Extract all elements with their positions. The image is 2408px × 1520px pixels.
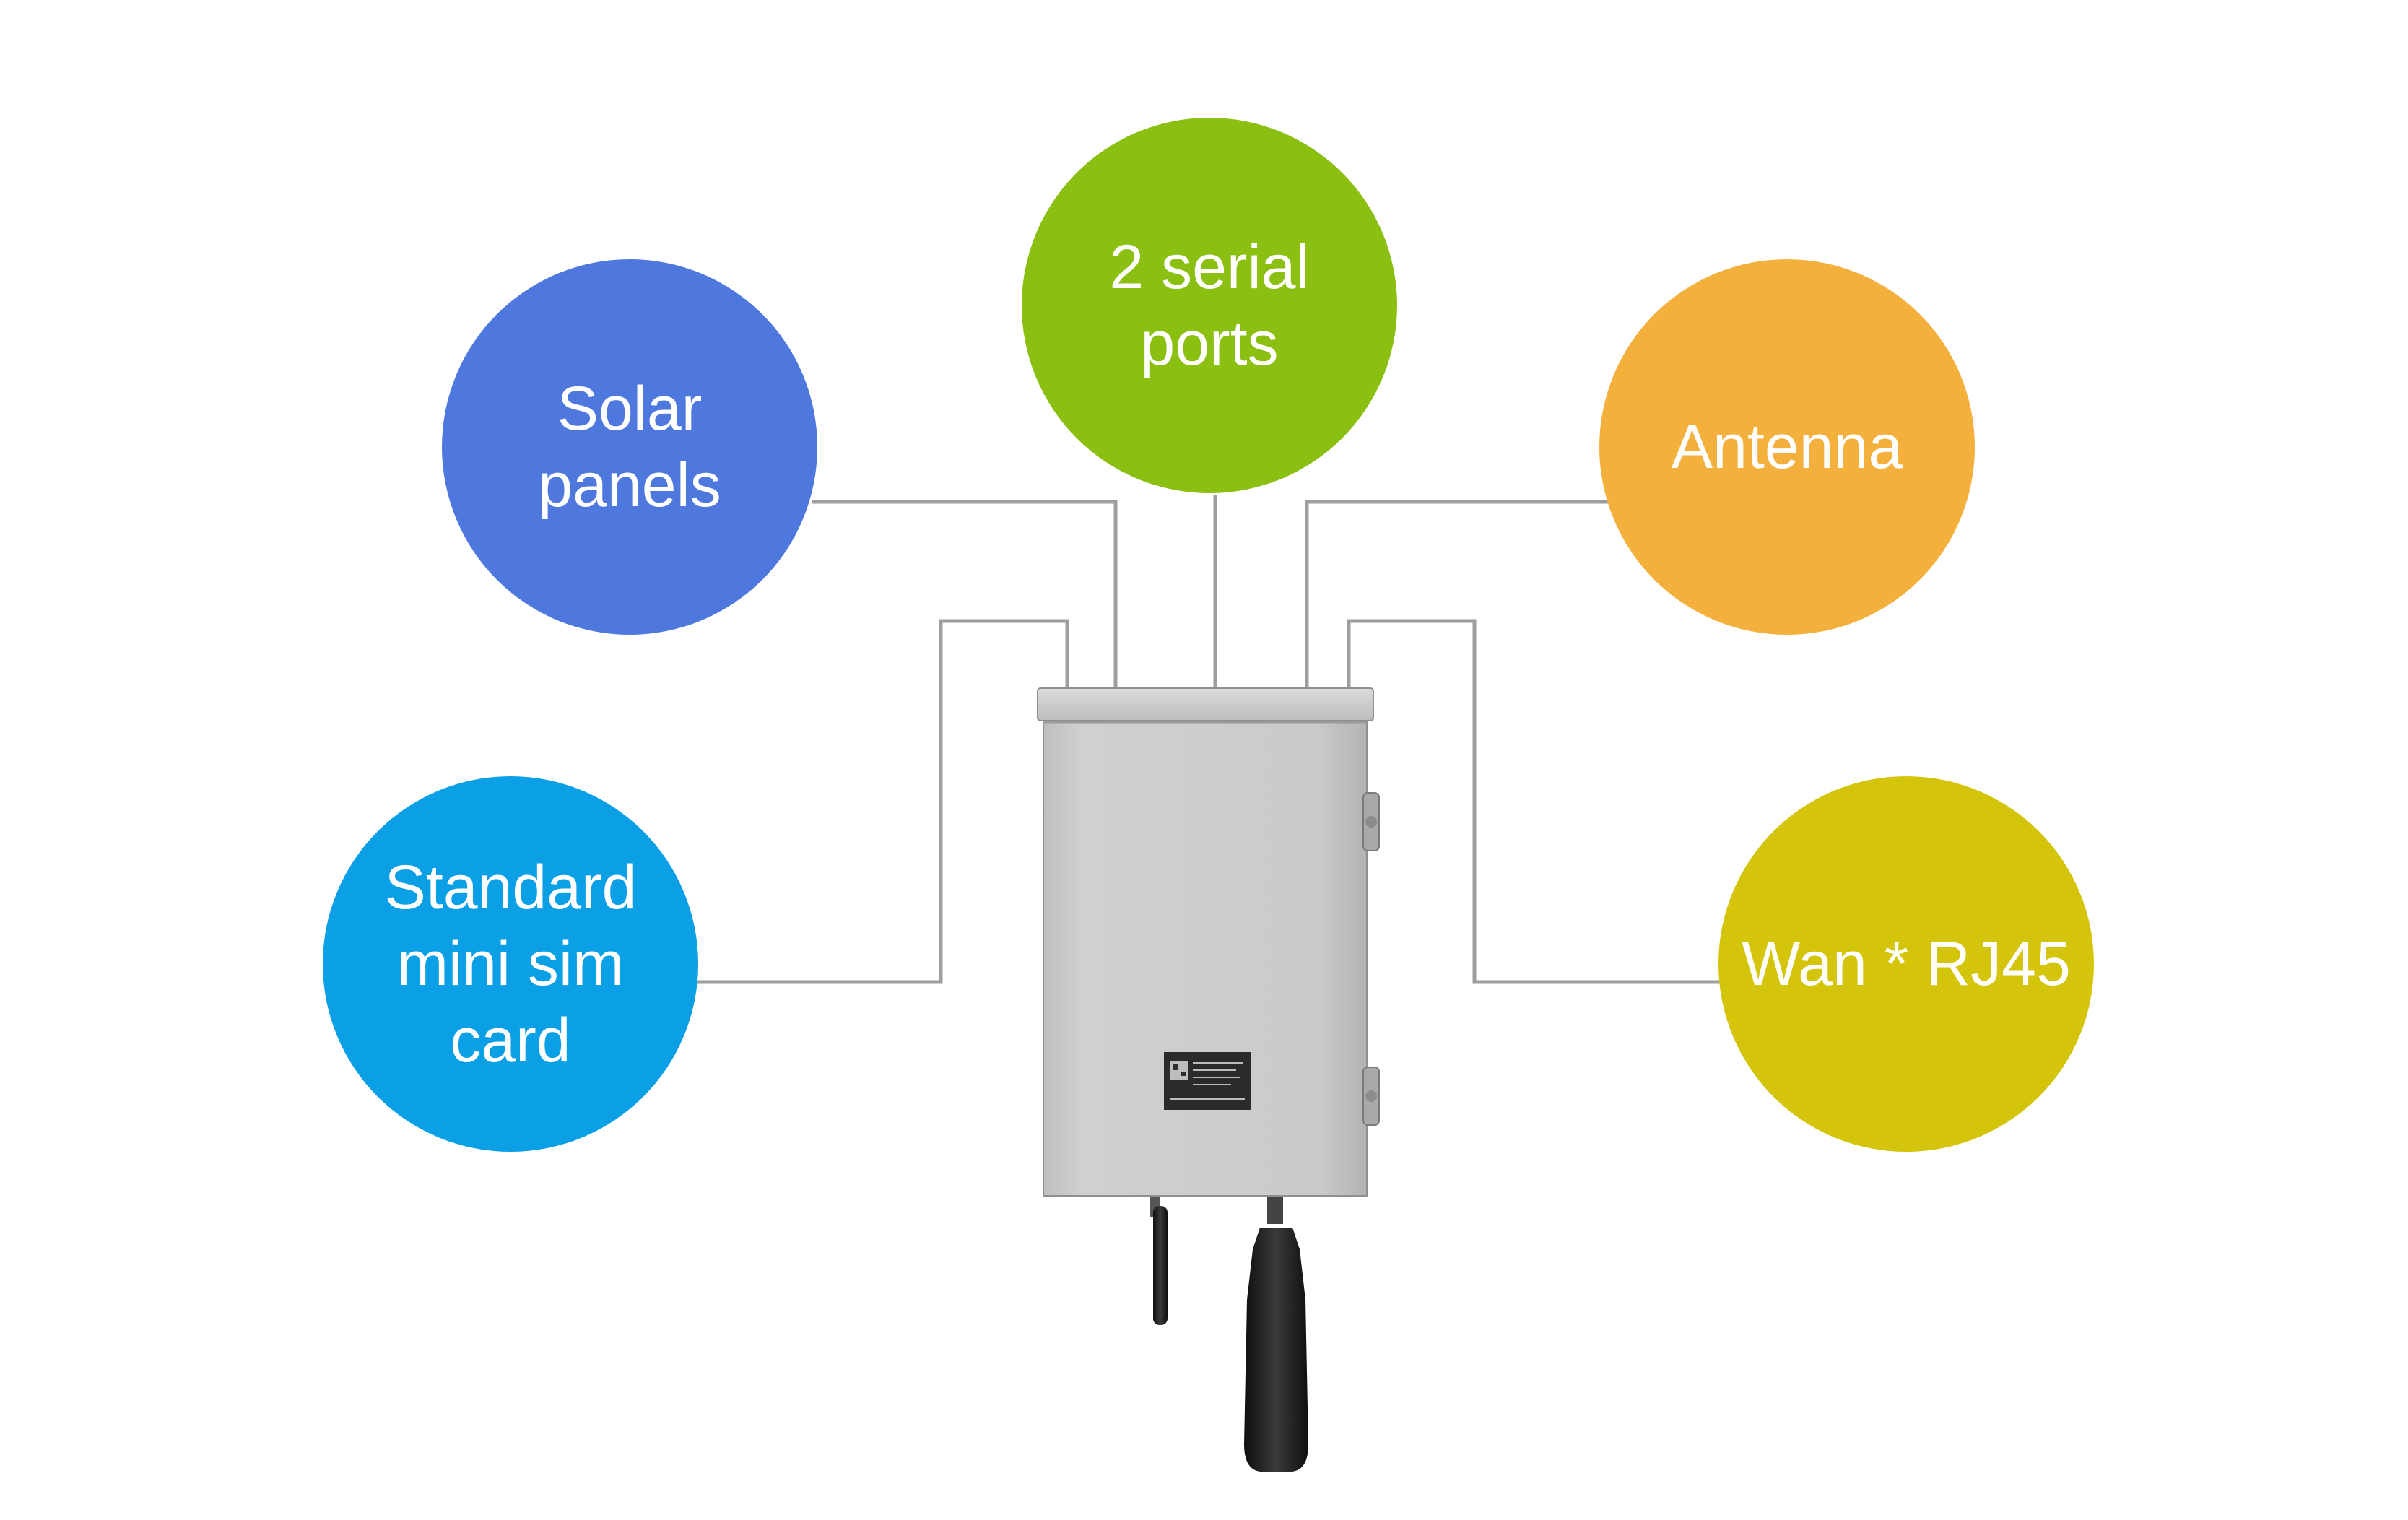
hinge-icon [1362,792,1380,851]
solar-panels-label: Solar panels [538,374,721,520]
wan-rj45-label: Wan * RJ45 [1742,929,2071,999]
serial-ports-label: 2 serial ports [1109,233,1310,378]
sim-card-label: Standard mini sim card [384,853,637,1075]
connector-wan-rj45 [1347,619,1722,984]
connector-solar-panels [812,500,1118,688]
serial-ports-bubble [1022,118,1397,493]
hinge-icon [1362,1067,1380,1126]
connector-antenna [1305,500,1609,688]
antenna-label: Antenna [1671,412,1903,482]
connector-lines [697,495,1722,984]
small-antenna-icon [1150,1195,1168,1325]
connector-sim-card [697,619,1069,984]
wan-rj45-bubble [1718,776,2094,1152]
sim-card-bubble [323,776,698,1152]
outdoor-router-enclosure-icon [1037,687,1380,1472]
paddle-antenna-icon [1244,1195,1308,1472]
nameplate-icon [1164,1052,1251,1110]
solar-panels-bubble [442,259,817,635]
antenna-bubble [1599,259,1975,635]
